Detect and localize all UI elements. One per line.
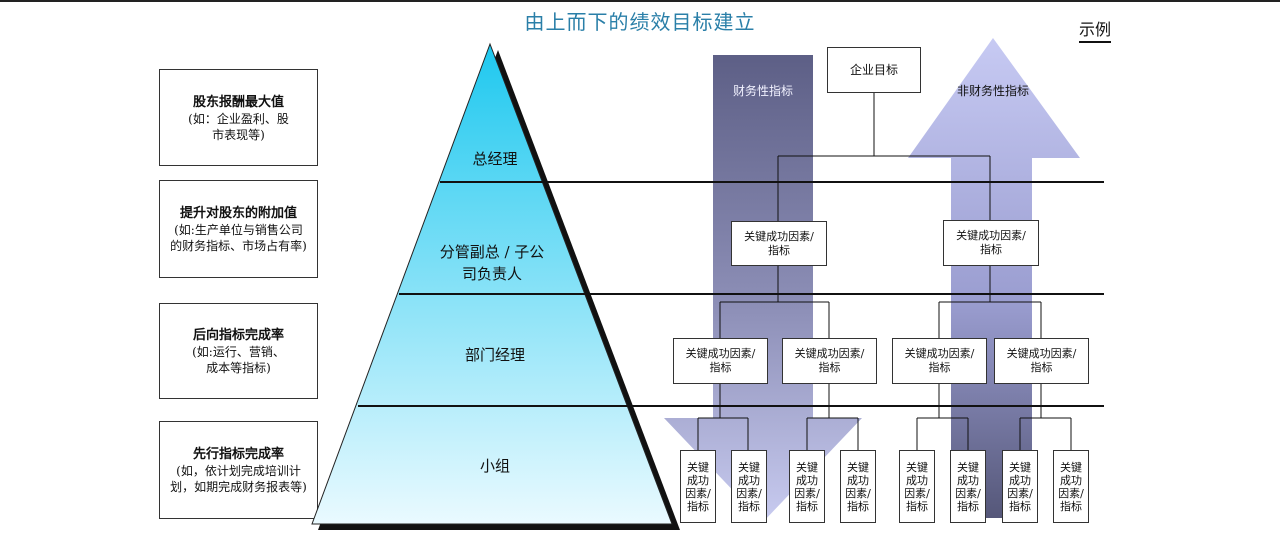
left-box-detail: (如:生产单位与销售公司的财务指标、市场占有率) [170, 223, 307, 253]
left-box-heading: 股东报酬最大值 [192, 94, 284, 110]
connector-lines [697, 92, 1072, 450]
enterprise-goal-box: 企业目标 [827, 47, 921, 93]
ksf-box-small: 关键成功因素/指标 [1002, 450, 1038, 523]
pyramid-level-department-manager: 部门经理 [464, 346, 525, 364]
ksf-box-small: 关键成功因素/指标 [731, 450, 767, 523]
left-box-heading: 后向指标完成率 [192, 328, 284, 343]
pyramid-level-ceo: 总经理 [472, 150, 518, 168]
ksf-box-small: 关键成功因素/指标 [1053, 450, 1089, 523]
non-financial-indicator-arrow [908, 38, 1080, 518]
left-box-detail: (如:运行、营销、成本等指标) [192, 345, 285, 375]
left-box-shareholder-return: 股东报酬最大值 (如：企业盈利、股市表现等) [159, 69, 318, 166]
example-label: 示例 [1079, 20, 1112, 43]
level-divider [440, 181, 1104, 183]
left-box-lagging-indicators: 后向指标完成率 (如:运行、营销、成本等指标) [159, 303, 318, 399]
page-title: 由上而下的绩效目标建立 [524, 10, 756, 34]
left-box-leading-indicators: 先行指标完成率 (如，依计划完成培训计划，如期完成财务报表等) [159, 421, 318, 519]
left-box-detail: (如：企业盈利、股市表现等) [188, 111, 289, 142]
pyramid [311, 42, 673, 525]
level-divider [399, 293, 1104, 295]
ksf-box: 关键成功因素/指标 [731, 221, 827, 266]
left-box-detail: (如，依计划完成培训计划，如期完成财务报表等) [170, 464, 307, 494]
ksf-box: 关键成功因素/指标 [673, 338, 768, 384]
ksf-box-small: 关键成功因素/指标 [840, 450, 876, 523]
ksf-box-small: 关键成功因素/指标 [680, 450, 716, 523]
left-box-heading: 提升对股东的附加值 [179, 206, 297, 221]
top-border-line [0, 0, 1280, 2]
level-divider [358, 405, 1104, 407]
ksf-box-small: 关键成功因素/指标 [950, 450, 986, 523]
ksf-box: 关键成功因素/指标 [994, 338, 1089, 384]
ksf-box-small: 关键成功因素/指标 [789, 450, 825, 523]
non-financial-indicator-label: 非财务性指标 [956, 84, 1029, 98]
ksf-box: 关键成功因素/指标 [943, 220, 1039, 266]
left-box-heading: 先行指标完成率 [192, 447, 284, 462]
financial-indicator-label: 财务性指标 [732, 84, 793, 98]
left-box-shareholder-value: 提升对股东的附加值 (如:生产单位与销售公司的财务指标、市场占有率) [159, 180, 318, 278]
pyramid-level-vp: 分管副总 / 子公司负责人 [439, 243, 545, 283]
ksf-box: 关键成功因素/指标 [892, 338, 987, 384]
ksf-box: 关键成功因素/指标 [782, 338, 877, 384]
ksf-box-small: 关键成功因素/指标 [899, 450, 935, 523]
pyramid-level-team: 小组 [479, 457, 510, 475]
